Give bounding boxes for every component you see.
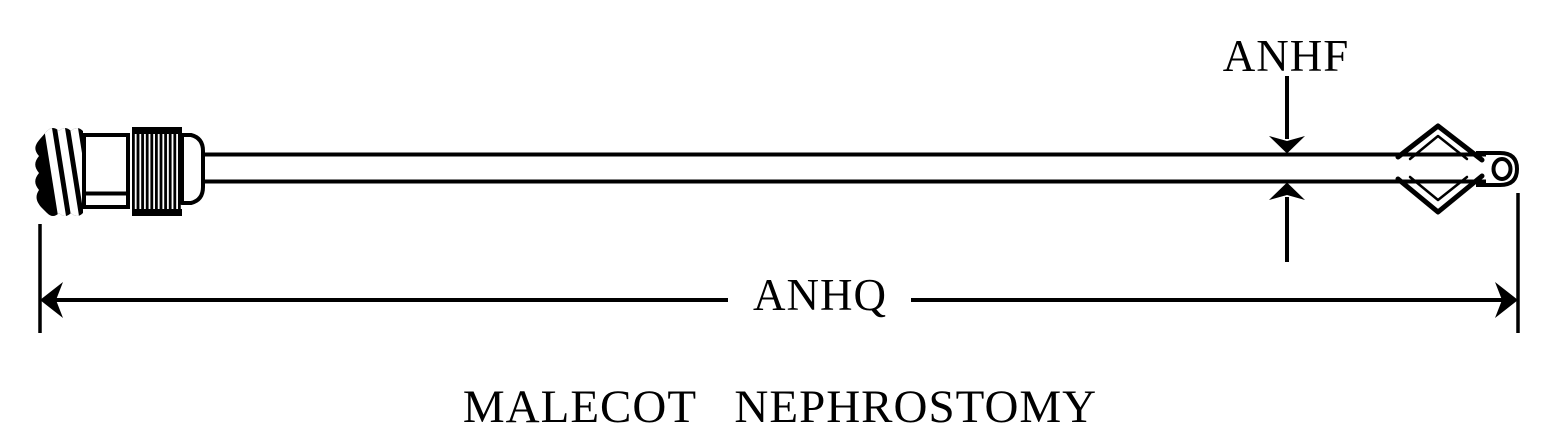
right-arrowhead-icon bbox=[1495, 282, 1518, 318]
lower-wing-inner bbox=[1408, 175, 1469, 202]
ribbed-collar bbox=[132, 134, 182, 209]
upper-wing-outer bbox=[1395, 123, 1485, 163]
length-dimension bbox=[38, 193, 1520, 333]
left-arrowhead-icon bbox=[40, 282, 63, 318]
up-arrowhead-icon bbox=[1269, 182, 1305, 200]
taper-cap bbox=[180, 133, 205, 205]
figure-caption: MALECOT NEPHROSTOMY bbox=[462, 381, 1098, 433]
down-arrowhead-icon bbox=[1269, 136, 1305, 154]
ribbed-collar-top-band bbox=[132, 127, 182, 134]
tip-neck-outline bbox=[1476, 151, 1520, 187]
ribbed-collar-bottom-band bbox=[132, 209, 182, 216]
length-label: ANHQ bbox=[753, 270, 887, 320]
upper-wing-inner bbox=[1408, 134, 1469, 161]
diameter-label: ANHF bbox=[1222, 31, 1350, 81]
lower-wing-outer bbox=[1395, 173, 1485, 215]
thread-highlights bbox=[44, 128, 83, 216]
hub-body bbox=[82, 133, 130, 209]
tip-end-hole bbox=[1491, 157, 1513, 181]
connector-hub bbox=[35, 127, 205, 216]
diameter-dimension bbox=[1269, 76, 1305, 262]
malecot-wing-tip bbox=[1395, 123, 1513, 215]
catheter-tube bbox=[204, 152, 1486, 184]
